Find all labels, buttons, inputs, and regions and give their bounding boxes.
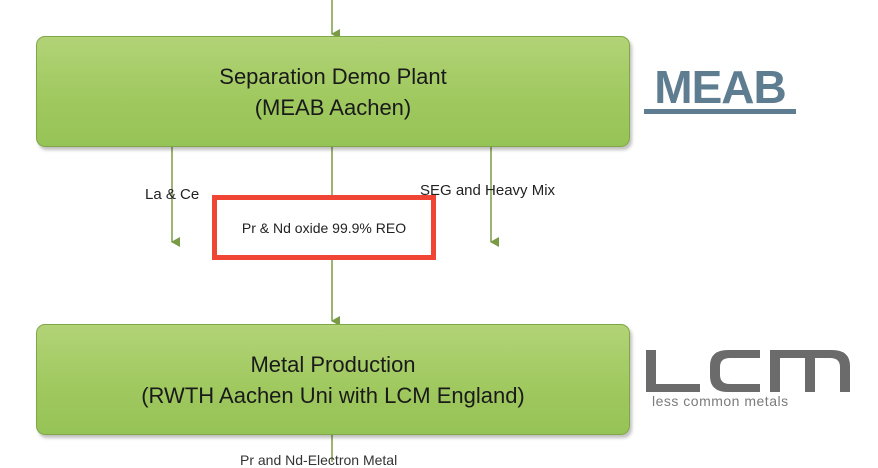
lcm-logo-tagline: less common metals <box>652 393 789 409</box>
meab-logo: MEAB <box>642 61 798 114</box>
node-title: Metal Production <box>250 351 416 377</box>
edge-label-seg-heavy-mix: SEG and Heavy Mix <box>420 182 556 199</box>
highlighted-edge-label-box: Pr & Nd oxide 99.9% REO <box>212 195 436 260</box>
edge-label-pr-nd-oxide: Pr & Nd oxide 99.9% REO <box>241 219 407 236</box>
node-subtitle: (MEAB Aachen) <box>254 94 412 120</box>
meab-logo-underline <box>644 109 796 114</box>
edge-label-la-ce: La & Ce <box>145 186 200 203</box>
lcm-logo-letter-l <box>646 350 700 392</box>
lcm-logo-letter-m <box>770 350 850 392</box>
node-subtitle: (RWTH Aachen Uni with LCM England) <box>141 382 525 408</box>
lcm-logo-letter-c <box>710 350 760 392</box>
edge-label-bottom: Pr and Nd-Electron Metal <box>240 452 398 468</box>
meab-logo-text: MEAB <box>654 61 786 113</box>
node-title: Separation Demo Plant <box>219 63 447 89</box>
separation-demo-plant-node: Separation Demo Plant (MEAB Aachen) <box>36 36 630 147</box>
lcm-logo <box>646 350 850 392</box>
metal-production-node: Metal Production (RWTH Aachen Uni with L… <box>36 324 630 435</box>
